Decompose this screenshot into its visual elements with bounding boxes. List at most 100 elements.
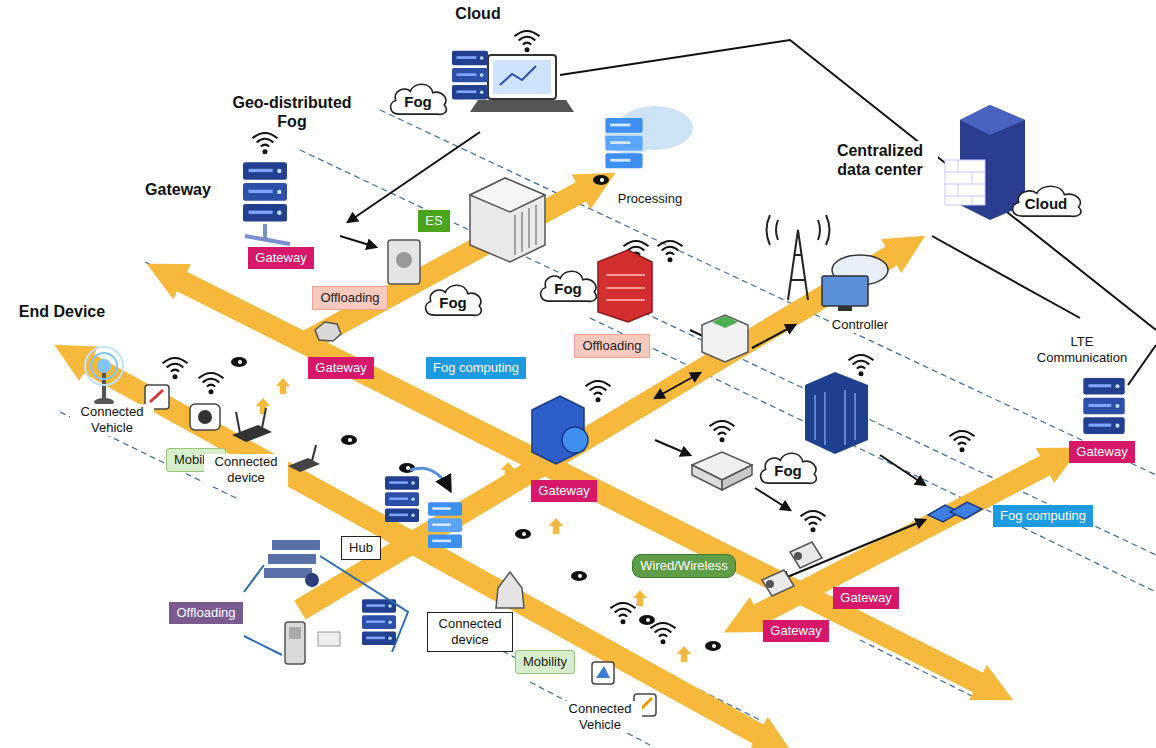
node-text: Fog [386,93,450,110]
data-center-icon [945,105,1025,220]
illustration-part [340,236,376,247]
illustration-part [530,682,650,745]
illustration-part [198,410,212,424]
edge-devices [385,396,982,608]
illustration-part [586,381,611,402]
illustration-part [264,568,312,578]
cloud-shape: Cloud [1007,181,1086,220]
gateway-tag: Gateway [531,480,596,502]
node-text: Offloading [320,290,379,306]
illustration-part [849,355,874,376]
offloading-icons [244,540,408,664]
illustration-part [950,502,982,519]
illustration-part [658,241,683,262]
illustration-part [932,236,1080,318]
illustration-part [752,462,1052,618]
illustration-part [515,31,540,52]
flow-arrows [256,378,691,662]
illustration-part [788,230,808,300]
gateway-tag: Gateway [1069,441,1134,463]
illustration-part [385,476,419,522]
node-text: Fog [536,280,600,297]
illustration-part [289,627,301,639]
roads [82,188,1052,738]
illustration-part [388,240,420,284]
illustration-part [593,175,609,185]
illustration-part [318,632,340,646]
illustration-part [880,455,925,485]
illustration-part [1083,378,1124,434]
illustration-part [592,662,614,684]
offloading-tag: Offloading [574,334,649,358]
illustration-part [562,427,588,453]
cloud-tier-icons [452,51,693,168]
tier-heading: End Device [17,302,107,321]
illustration-part [470,100,574,112]
illustration-part [312,445,316,461]
illustration-part [805,372,868,454]
illustration-part [245,236,290,244]
icon-caption: LTE Communication [1030,334,1134,365]
gateway-tag: Gateway [308,357,373,379]
illustration-part [305,573,319,587]
icon-caption: Controller [830,317,890,333]
illustration-part [702,315,748,362]
illustration-part [85,347,123,385]
illustration-part [838,306,852,311]
illustration-part [236,412,240,433]
illustration-part [762,570,794,596]
node-text: Hub [349,540,373,556]
node-text: Gateway [770,623,821,639]
illustration-part [452,51,488,100]
illustration-part [755,488,790,510]
illustration-part [794,552,802,560]
illustration-part [712,316,738,328]
node-text: Cloud [1007,195,1086,212]
illustration-part [428,502,462,548]
illustration-part [97,359,111,373]
illustration-part [606,275,645,300]
illustration-part [801,511,826,532]
tier-heading: Cloud [453,4,502,23]
fog-computing-tag: Fog computing [993,505,1093,527]
icon-caption: Connected Vehicle [70,404,154,435]
black-links [340,40,1156,580]
illustration-part [253,133,278,154]
illustration-part [500,66,536,85]
illustration-part [605,118,642,168]
fog-tier-icons [243,162,1125,454]
node-text: Gateway [840,590,891,606]
illustration-part [598,250,652,322]
illustration-part [470,178,545,262]
illustration-part [945,160,985,205]
illustration-part [272,540,320,550]
illustration-part [199,373,224,394]
node-text: Offloading [176,605,235,621]
illustration-part [677,646,691,662]
illustration-part [960,105,1025,135]
tier-heading: Gateway [143,180,213,199]
illustration-part [822,276,868,306]
fog-cloud: Fog [756,448,820,487]
illustration-part [82,360,765,738]
illustration-part [780,520,925,580]
node-text: Mobility [523,654,567,670]
illustration-part [767,215,830,245]
mobility-tag: Mobility [515,650,575,674]
tier-heading: Geo-distributed Fog [223,93,362,131]
illustration-part [571,571,587,581]
illustration-part [752,325,795,348]
node-text: Connected device [435,616,505,649]
node-text: ES [425,213,442,229]
illustration-part [496,572,524,608]
illustration-part [493,60,551,94]
illustration-part [190,404,220,430]
illustration-part [348,132,480,222]
illustration-part [396,252,412,268]
illustration-part [790,542,822,568]
icon-caption: Centralized data center [822,141,938,179]
illustration-part [705,641,721,651]
illustration-part [560,40,1156,330]
fog-cloud: Fog [536,266,600,305]
